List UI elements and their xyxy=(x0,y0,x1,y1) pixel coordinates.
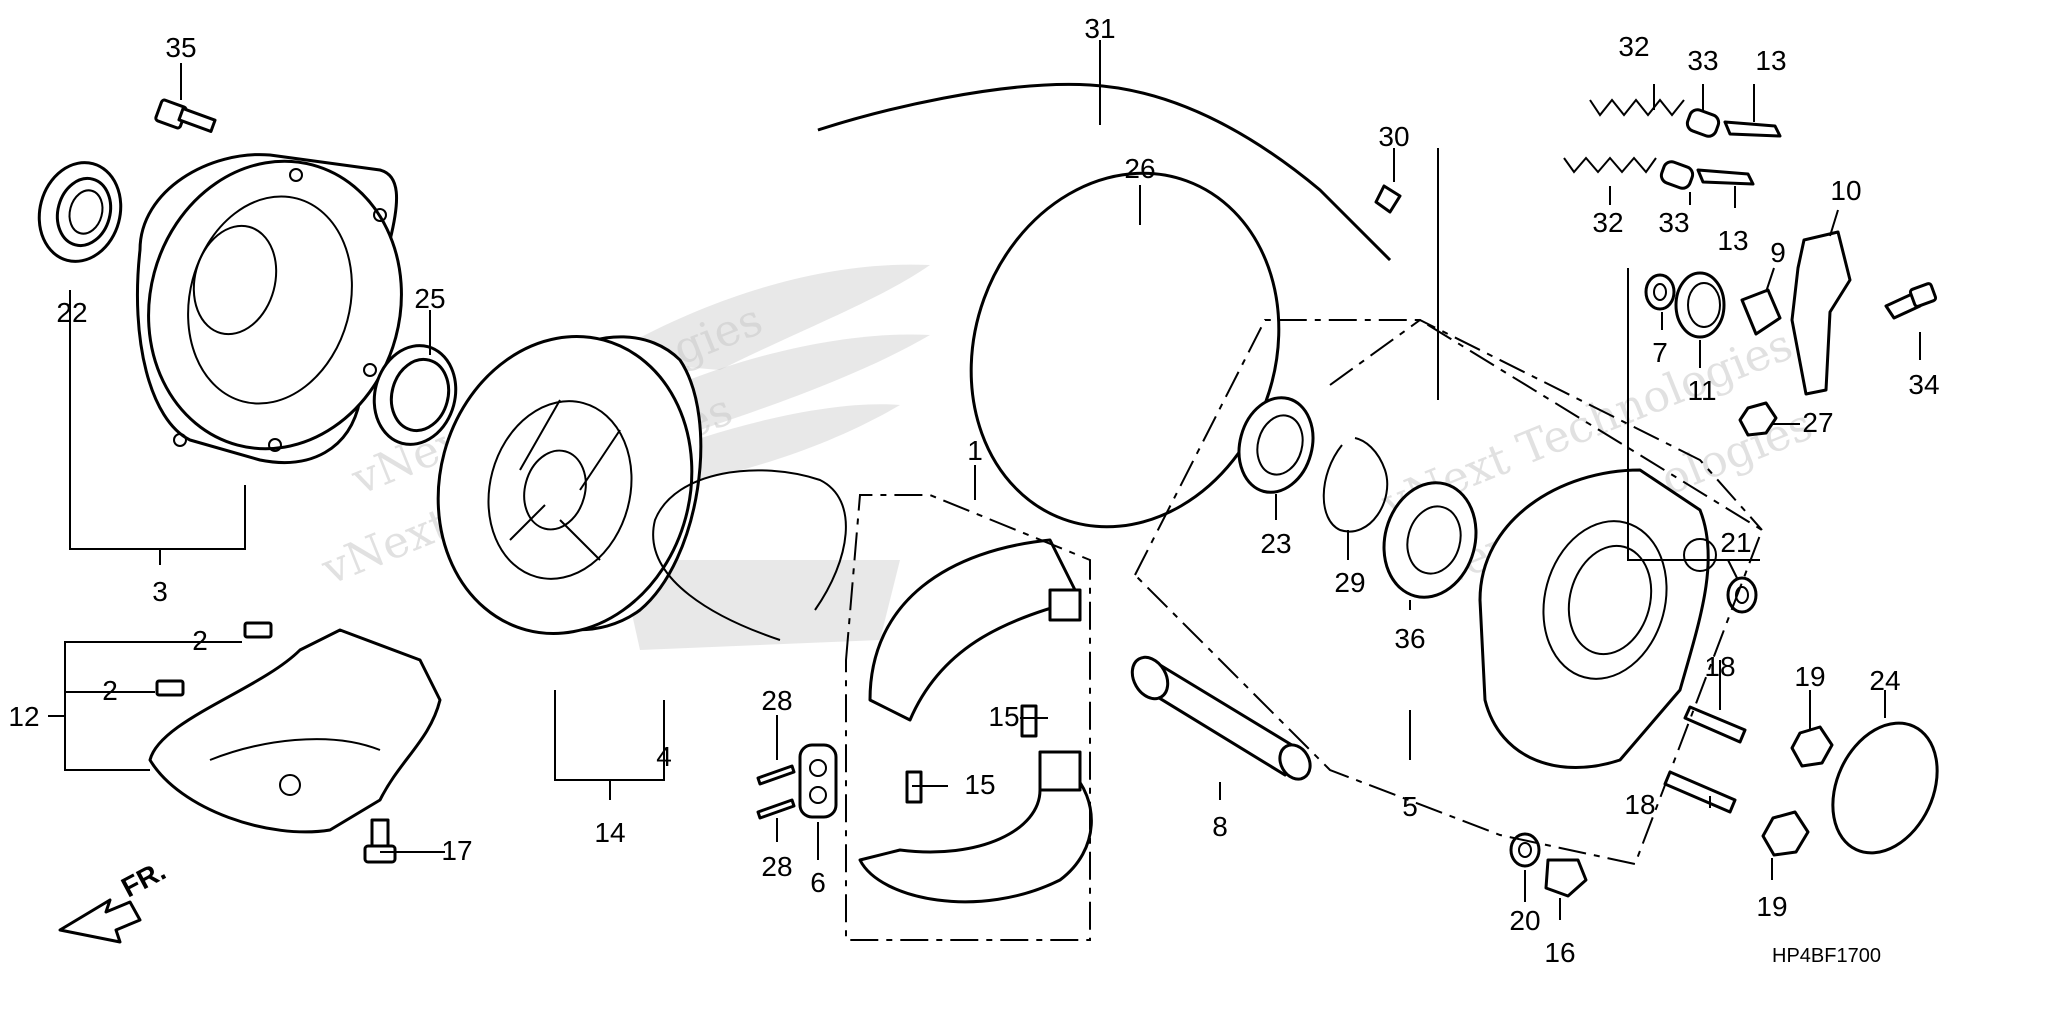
part-10-arm xyxy=(1790,230,1852,396)
part-1-brake-shoe-lower xyxy=(858,750,1093,904)
callout-33: 33 xyxy=(1658,207,1689,238)
callout-32: 32 xyxy=(1618,31,1649,62)
part-24-o-ring xyxy=(1831,721,1939,855)
part-29-circlip xyxy=(1322,437,1389,533)
callout-19: 19 xyxy=(1794,661,1825,692)
part-4-retaining-ring xyxy=(652,469,847,641)
callout-34: 34 xyxy=(1908,369,1939,400)
callout-26: 26 xyxy=(1124,153,1155,184)
callout-12: 12 xyxy=(8,701,39,732)
callout-2: 2 xyxy=(192,625,208,656)
part-9-plate xyxy=(1740,288,1782,336)
callout-36: 36 xyxy=(1394,623,1425,654)
callout-15: 15 xyxy=(988,701,1019,732)
callout-11: 11 xyxy=(1687,375,1716,406)
part-7-washer xyxy=(1644,273,1676,311)
part-16-bolt xyxy=(1544,858,1588,898)
callout-23: 23 xyxy=(1260,528,1291,559)
callout-30: 30 xyxy=(1378,121,1409,152)
front-direction-arrow: FR. xyxy=(58,855,171,944)
diagram-code: HP4BF1700 xyxy=(1772,945,1881,967)
callout-3: 3 xyxy=(152,576,168,607)
part-18-stud xyxy=(1663,705,1747,814)
callout-21: 21 xyxy=(1720,527,1751,558)
callout-20: 20 xyxy=(1509,905,1540,936)
part-3-brake-drum-housing xyxy=(136,153,403,464)
part-1-brake-shoe-upper xyxy=(868,538,1082,722)
part-13-pin xyxy=(1696,120,1782,186)
part-32-spring xyxy=(1563,98,1685,174)
part-31-breather-tube-core xyxy=(817,83,1391,261)
part-28-cotter-pin xyxy=(756,764,796,820)
callout-5: 5 xyxy=(1402,791,1418,822)
part-36-seal xyxy=(1382,481,1478,599)
callout-14: 14 xyxy=(594,817,625,848)
callout-2: 2 xyxy=(102,675,118,706)
callout-1: 1 xyxy=(967,435,983,466)
part-2-clip xyxy=(155,621,273,697)
part-8-camshaft xyxy=(1130,655,1312,781)
callout-18: 18 xyxy=(1624,789,1655,820)
callout-18: 18 xyxy=(1704,651,1735,682)
part-12-guard xyxy=(148,628,442,834)
callout-33: 33 xyxy=(1687,45,1718,76)
part-14-brake-drum xyxy=(436,335,703,635)
callout-8: 8 xyxy=(1212,811,1228,842)
callout-28: 28 xyxy=(761,685,792,716)
part-23-bearing xyxy=(1237,396,1315,494)
callout-31: 31 xyxy=(1084,13,1115,44)
assembly-frame-5 xyxy=(1133,319,1764,866)
callout-29: 29 xyxy=(1334,567,1365,598)
callout-13: 13 xyxy=(1755,45,1786,76)
callout-22: 22 xyxy=(56,297,87,328)
callout-9: 9 xyxy=(1770,237,1786,268)
assembly-frame-1 xyxy=(845,494,1091,941)
callout-labels: 35 22 3 25 2 2 12 17 4 14 1 31 26 30 28 … xyxy=(8,13,1939,968)
assembly-frame-panel xyxy=(1329,318,1763,531)
callout-24: 24 xyxy=(1869,665,1900,696)
callout-17: 17 xyxy=(441,835,472,866)
part-22-oil-seal xyxy=(37,161,123,263)
callout-19: 19 xyxy=(1756,891,1787,922)
part-33-collar xyxy=(1659,108,1721,190)
callout-16: 16 xyxy=(1544,937,1575,968)
callout-32: 32 xyxy=(1592,207,1623,238)
part-35-bolt xyxy=(154,98,217,133)
part-6-plate xyxy=(798,743,838,819)
callout-35: 35 xyxy=(165,32,196,63)
part-11-spring xyxy=(1674,271,1726,339)
callout-28: 28 xyxy=(761,851,792,882)
callout-13: 13 xyxy=(1717,225,1748,256)
part-17-bolt xyxy=(363,818,397,864)
callout-15: 15 xyxy=(964,769,995,800)
callout-27: 27 xyxy=(1802,407,1833,438)
callout-6: 6 xyxy=(810,867,826,898)
leader-lines xyxy=(48,40,1921,920)
part-34-bolt xyxy=(1884,282,1938,320)
part-19-nut xyxy=(1761,725,1834,857)
part-25-seal xyxy=(372,344,458,446)
callout-7: 7 xyxy=(1652,337,1668,368)
callout-4: 4 xyxy=(656,741,672,772)
callout-10: 10 xyxy=(1830,175,1861,206)
part-27-nut xyxy=(1738,401,1778,437)
part-30-clip xyxy=(1374,184,1402,214)
front-direction-label: FR. xyxy=(116,855,170,904)
part-5-brake-panel xyxy=(1478,468,1717,769)
callout-25: 25 xyxy=(414,283,445,314)
